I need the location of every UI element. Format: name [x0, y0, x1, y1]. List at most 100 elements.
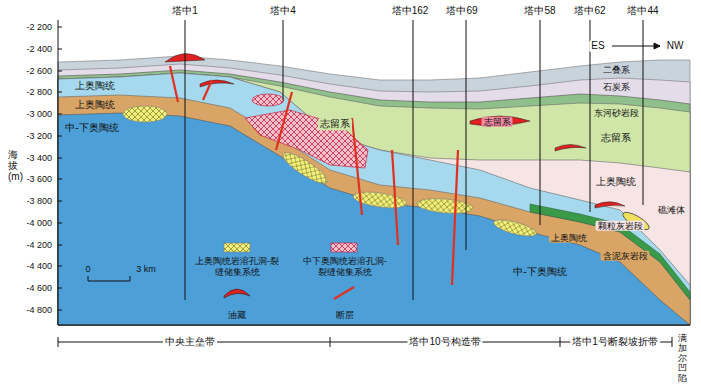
axis-tick-label: -4 000 — [24, 218, 54, 228]
upper-ordovician-right-layer — [58, 73, 690, 325]
upper-ordovician-tan-layer — [58, 95, 690, 325]
karst-zone — [123, 106, 167, 122]
legend-shapes — [224, 287, 354, 299]
upper-ordovician-lightblue-layer — [58, 73, 690, 325]
axis-tick-label: -3 400 — [24, 153, 54, 163]
well-line — [185, 20, 186, 300]
well-name: 塔中1 — [170, 5, 200, 17]
bracket-line — [58, 337, 672, 347]
karst-zone — [492, 217, 538, 240]
karst-zone — [492, 217, 538, 240]
legend-text: 油藏 — [195, 310, 279, 321]
permian-layer — [58, 56, 690, 325]
scale-label: 3 km — [134, 264, 158, 274]
zone-label: 中央主垒带 — [163, 336, 217, 348]
formation-label: 颗粒灰岩段 — [596, 221, 645, 231]
scale-label: 0 — [83, 264, 92, 274]
formation-label: 含泥灰岩段 — [601, 251, 650, 261]
karst-zone — [123, 106, 167, 122]
scale-line — [88, 276, 130, 281]
direction-label: NW — [665, 40, 686, 52]
axis-tick-label: -4 600 — [24, 283, 54, 293]
axis-tick-label: -2 200 — [24, 22, 54, 32]
legend-swatch-hatch — [224, 243, 250, 252]
formation-label: 上奥陶统 — [549, 233, 589, 243]
axis-frame — [58, 20, 690, 325]
formation-label: 二叠系 — [601, 65, 632, 75]
well-name: 塔中62 — [572, 5, 607, 17]
wells — [185, 20, 643, 300]
axis-tick-label: -3 000 — [24, 109, 54, 119]
legend-swatch-hatch — [331, 243, 357, 252]
axis-tick-label: -2 400 — [24, 44, 54, 54]
oil-reservoir — [200, 80, 234, 87]
karst-zone — [252, 94, 284, 106]
well-name: 塔中44 — [625, 5, 660, 17]
karst-zone — [416, 197, 473, 216]
formation-label: 志留系 — [318, 118, 352, 130]
legend-fault-swatch — [334, 287, 354, 299]
formation-label: 石炭系 — [601, 82, 632, 92]
middle-lower-ordovician-layer — [58, 113, 690, 325]
zone-label: 塔中1号断裂坡折带 — [570, 336, 660, 348]
zone-label: 塔中10号构造带 — [407, 336, 482, 348]
legend-text: 断层 — [303, 310, 387, 321]
formation-label: 上奥陶统 — [594, 176, 638, 188]
karst-zone — [252, 94, 284, 106]
zone-bracket — [58, 337, 672, 347]
formation-label: 中-下奥陶统 — [511, 266, 568, 278]
fault-line — [203, 80, 212, 100]
fault-line — [276, 92, 292, 150]
oil-reservoir — [555, 145, 586, 152]
axis-ticks — [58, 27, 62, 310]
axis-tick-label: -2 600 — [24, 66, 54, 76]
axis-tick-label: -3 600 — [24, 174, 54, 184]
well-name: 塔中162 — [390, 5, 431, 17]
fault-line — [170, 66, 178, 102]
direction-head — [654, 43, 660, 49]
axis-title: 海拔(m) — [8, 149, 18, 182]
legend-text: 中下奥陶统岩溶孔洞-裂缝储集系统 — [303, 256, 387, 278]
direction-label: ES — [589, 40, 606, 52]
axis-tick-label: -3 800 — [24, 196, 54, 206]
formation-label: 志留系 — [599, 132, 633, 144]
carboniferous-layer — [58, 64, 690, 325]
direction-arrow — [612, 43, 660, 49]
axis-tick-label: -2 800 — [24, 87, 54, 97]
legend-swatch — [224, 243, 250, 252]
axis-tick-label: -4 800 — [24, 305, 54, 315]
axis-tick-label: -4 200 — [24, 240, 54, 250]
well-line — [540, 20, 541, 225]
scale-bar — [88, 276, 130, 281]
zone-label: 满加尔凹陷 — [678, 334, 687, 383]
well-name: 塔中4 — [268, 5, 298, 17]
well-line — [283, 20, 284, 100]
well-line — [466, 20, 467, 250]
legend-text: 上奥陶统岩溶孔洞-裂缝储集系统 — [195, 256, 279, 278]
well-line — [413, 20, 414, 300]
direction-line — [612, 46, 660, 47]
silurian-layer — [58, 73, 690, 325]
fault-line — [452, 150, 458, 285]
formation-label: 志留系 — [482, 117, 513, 127]
formation-label: 东河砂岩段 — [592, 108, 641, 118]
fault-line — [392, 150, 398, 245]
formation-label: 礁滩体 — [656, 205, 687, 215]
karst-zone — [416, 197, 473, 216]
well-name: 塔中69 — [444, 5, 479, 17]
formation-label: 中-下奥陶统 — [63, 122, 120, 134]
oil-reservoir — [595, 202, 625, 208]
karst-zone — [245, 110, 368, 168]
grain-limestone-strip — [530, 204, 690, 300]
donghe-sandstone-layer — [58, 70, 690, 325]
axis-tick-label: -4 400 — [24, 261, 54, 271]
faults — [170, 66, 458, 285]
legend-swatch — [331, 243, 357, 252]
well-line — [643, 20, 644, 205]
axis-tick-label: -3 200 — [24, 131, 54, 141]
formation-label: 上奥陶统 — [73, 80, 117, 92]
formation-label: 上奥陶统 — [73, 99, 117, 111]
